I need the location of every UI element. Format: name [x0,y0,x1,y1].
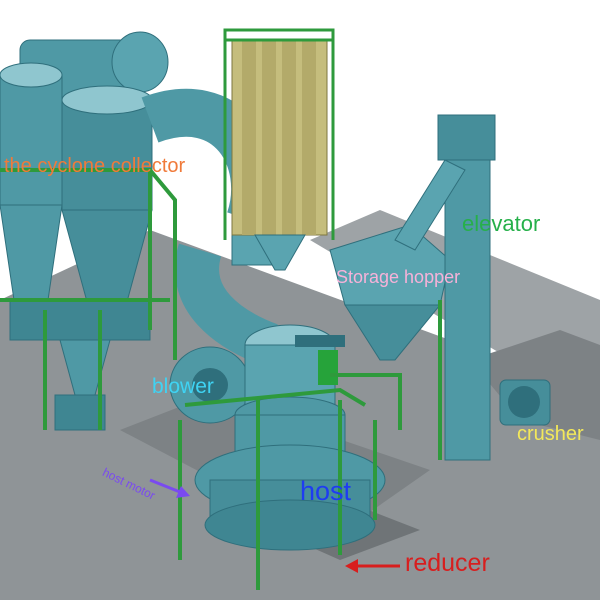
host-motor-arrow [149,478,190,498]
storage-hopper [329,224,451,361]
jaw-crusher [499,379,551,426]
label-elevator: elevator [462,211,541,236]
label-storage-hopper: Storage hopper [336,267,461,287]
bag-filter [223,28,335,271]
cyclone-collector [0,31,169,431]
support-frames [0,168,442,590]
label-crusher: crusher [517,423,584,445]
label-blower: blower [152,375,214,398]
grinding-mill-host [194,324,386,551]
label-reducer: reducer [405,549,490,577]
reducer-arrow [345,559,400,573]
bucket-elevator [394,114,496,461]
label-cyclone-collector: the cyclone collector [4,155,186,177]
label-host: host [300,476,352,506]
